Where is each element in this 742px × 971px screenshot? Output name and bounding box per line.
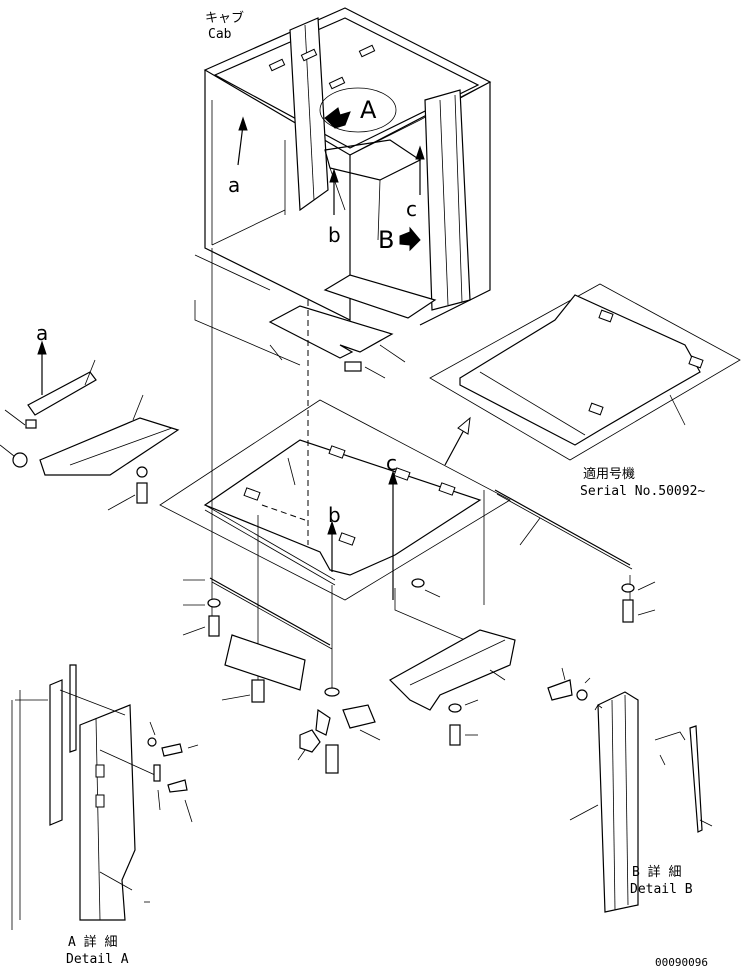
callout-a-label: A (360, 96, 377, 124)
cab-lower-frame (194, 254, 301, 366)
arrow-c-label-cab: c (406, 197, 417, 221)
figure-id: 00090096 (655, 956, 708, 969)
detail-b-label-en: Detail B (630, 882, 693, 897)
arrow-a-label-cab: a (228, 173, 240, 197)
detail-a-drawing (11, 664, 199, 930)
serial-label-jp: 適用号機 (583, 466, 635, 482)
floor-plate (159, 300, 511, 601)
floor-mats (268, 274, 437, 379)
arrow-a-label-left: a (36, 321, 48, 345)
serial-floor-plate (429, 283, 741, 461)
cab-label-jp: キャブ (205, 10, 244, 26)
left-parts-group (0, 340, 180, 511)
rods (209, 489, 633, 650)
callout-b-label: B (378, 226, 394, 254)
detail-b-drawing (547, 667, 713, 913)
detail-a-label-en: Detail A (66, 952, 129, 967)
arrow-b-label-plate: b (328, 503, 341, 527)
fasteners (182, 578, 656, 774)
arrow-b-label-cab: b (328, 223, 341, 247)
air-duct (389, 629, 516, 711)
serial-label-en: Serial No.50092~ (580, 484, 705, 499)
cab-label-en: Cab (208, 27, 232, 42)
arrow-c-label-plate: c (386, 451, 397, 475)
detail-a-label-jp: A 詳 細 (68, 934, 117, 950)
detail-b-label-jp: B 詳 細 (632, 864, 681, 880)
cab-frame (203, 7, 492, 326)
